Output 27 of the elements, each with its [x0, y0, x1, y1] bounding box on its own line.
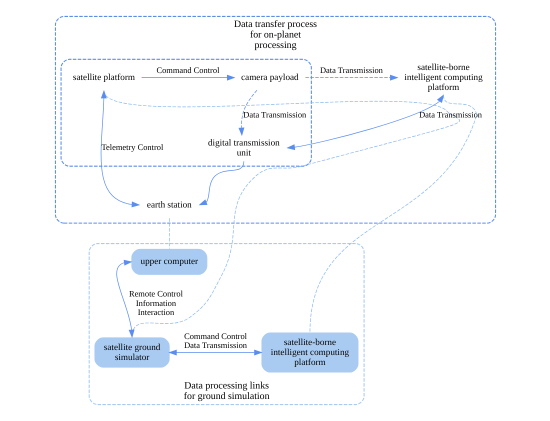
edge-label: Data Transmission: [319, 65, 382, 76]
edge-label: Command Control: [156, 65, 219, 76]
arrow: [304, 74, 398, 81]
arrow: [116, 260, 134, 338]
edge-label: Data Transmission: [242, 109, 306, 120]
cluster: [60, 58, 312, 167]
edge-label: Data Transmission: [418, 109, 482, 120]
arrow: [286, 94, 444, 150]
arrow: [140, 74, 235, 81]
node-box: upper computer: [130, 248, 207, 275]
connector: [103, 90, 460, 338]
node-box: satellite-borne intelligent computing platform: [260, 332, 358, 373]
arrow: [168, 350, 262, 356]
edge-label: Telemetry Control: [100, 142, 163, 152]
node-text: digital transmission unit: [207, 137, 280, 158]
node-text: satellite-borne intelligent computing platform: [404, 62, 482, 92]
arrow: [198, 160, 244, 206]
node-text: earth station: [146, 199, 192, 210]
node-text: camera payload: [240, 72, 298, 82]
arrow: [238, 90, 257, 136]
edge-label: Remote Control Information Interaction: [128, 288, 182, 317]
node-box: satellite ground simulator: [94, 337, 170, 368]
connector: [309, 94, 476, 334]
node-text: satellite platform: [72, 72, 134, 82]
connector: [168, 218, 170, 249]
edge-label: Command Control Data Transmission: [184, 330, 247, 350]
arrow: [100, 90, 140, 208]
